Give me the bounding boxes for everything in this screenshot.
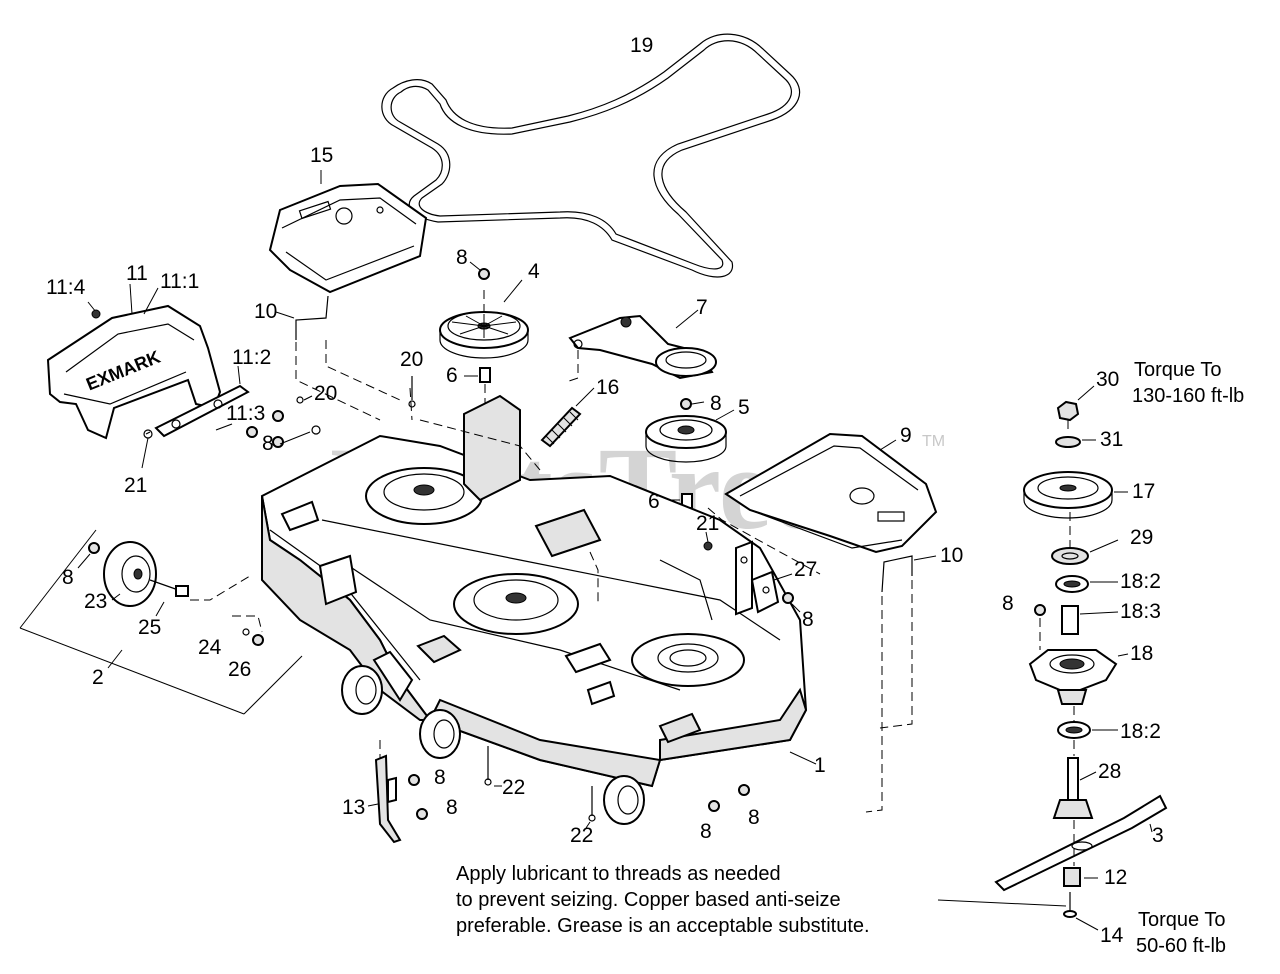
pulley-5 (645, 409, 735, 463)
callout-10-left: 10 (254, 300, 277, 323)
callout-26: 26 (228, 658, 251, 681)
callout-18-3: 18:3 (1120, 600, 1161, 623)
lubricant-note: Apply lubricant to threads as needed to … (456, 863, 870, 937)
callout-labels: 1 2 3 4 5 6 6 7 8 8 8 8 8 8 8 8 8 8 9 10… (46, 34, 1164, 947)
nut-8-bottom-left (708, 784, 750, 812)
callout-21-b: 21 (696, 512, 719, 535)
nut-8-top (469, 261, 490, 280)
callout-8-h: 8 (446, 796, 458, 819)
callout-3: 3 (1152, 824, 1164, 847)
callout-14: 14 (1100, 924, 1124, 947)
callout-18-2-top: 18:2 (1120, 570, 1161, 593)
torque-note-bottom-line1: Torque To (1138, 909, 1225, 931)
belt-cover-15 (268, 170, 428, 294)
callout-21-a: 21 (124, 474, 147, 497)
callout-23: 23 (84, 590, 107, 613)
callout-8-i: 8 (700, 820, 712, 843)
deck-wheel-front (419, 709, 461, 759)
callout-11-1: 11:1 (160, 270, 199, 293)
callout-1: 1 (814, 754, 826, 777)
callout-17: 17 (1132, 480, 1155, 503)
spindle-assembly-18 (937, 385, 1168, 931)
hardware-8-left (246, 410, 321, 448)
torque-note-bottom-line2: 50-60 ft-lb (1136, 935, 1226, 957)
callout-10-right: 10 (940, 544, 963, 567)
callout-8-b: 8 (710, 392, 722, 415)
callout-19: 19 (630, 34, 653, 57)
deck-wheel-rear (603, 775, 645, 825)
callout-30: 30 (1096, 368, 1119, 391)
anti-scalp-13 (367, 740, 428, 844)
callout-18: 18 (1130, 642, 1153, 665)
callout-25: 25 (138, 616, 161, 639)
gauge-wheel-assembly-2 (19, 529, 303, 715)
lubricant-note-line3: preferable. Grease is an acceptable subs… (456, 915, 870, 937)
bolt-22-front (484, 746, 502, 787)
nut-8-pulley-5 (680, 398, 705, 410)
torque-note-top: Torque To 130-160 ft-lb (1132, 359, 1244, 407)
callout-5: 5 (738, 396, 750, 419)
callout-8-c: 8 (262, 432, 274, 455)
callout-6-top: 6 (446, 364, 458, 387)
callout-4: 4 (528, 260, 540, 283)
callout-31: 31 (1100, 428, 1123, 451)
callout-8-g: 8 (434, 766, 446, 789)
callout-27: 27 (794, 558, 817, 581)
watermark-tm: TM (922, 433, 945, 450)
mower-deck-1 (260, 394, 817, 788)
callout-11-2: 11:2 (232, 346, 271, 369)
spring-16 (540, 387, 595, 448)
callout-20-b: 20 (314, 382, 337, 405)
callout-15: 15 (310, 144, 333, 167)
callout-8-d: 8 (62, 566, 74, 589)
callout-24: 24 (198, 636, 222, 659)
hinge-pin-10-right (865, 555, 937, 813)
callout-2: 2 (92, 666, 104, 689)
callout-8-f: 8 (1002, 592, 1014, 615)
callout-13: 13 (342, 796, 365, 819)
pulley-4 (439, 279, 529, 359)
callout-8-e: 8 (802, 608, 814, 631)
callout-11: 11 (126, 262, 148, 285)
bolt-22-rear (585, 786, 596, 829)
callout-6-lower: 6 (648, 490, 660, 513)
deck-cover-9 (724, 432, 938, 554)
callout-20-a: 20 (400, 348, 423, 371)
hinge-bracket-11-2 (141, 365, 250, 469)
callout-29: 29 (1130, 526, 1153, 549)
callout-9: 9 (900, 424, 912, 447)
callout-12: 12 (1104, 866, 1127, 889)
deck-wheel-front-left (341, 650, 414, 715)
torque-note-top-line1: Torque To (1134, 359, 1221, 381)
lubricant-note-line1: Apply lubricant to threads as needed (456, 863, 781, 885)
hinge-pin-10-left (275, 295, 401, 421)
callout-7: 7 (696, 296, 708, 319)
callout-11-4: 11:4 (46, 276, 86, 299)
deck-cover-11: EXMARK (46, 283, 222, 440)
callout-18-2-bottom: 18:2 (1120, 720, 1161, 743)
bracket-27 (703, 531, 801, 616)
callout-11-3: 11:3 (226, 402, 265, 425)
callout-8-a: 8 (456, 246, 468, 269)
callout-28: 28 (1098, 760, 1121, 783)
callout-16: 16 (596, 376, 619, 399)
callout-8-j: 8 (748, 806, 760, 829)
idler-arm-7 (565, 309, 717, 383)
bolt-20 (296, 376, 416, 408)
drive-belt-19 (381, 33, 801, 278)
callout-22-a: 22 (502, 776, 525, 799)
torque-note-top-line2: 130-160 ft-lb (1132, 385, 1244, 407)
lubricant-note-line2: to prevent seizing. Copper based anti-se… (456, 889, 841, 911)
callout-22-b: 22 (570, 824, 593, 847)
torque-note-bottom: Torque To 50-60 ft-lb (1136, 909, 1226, 957)
